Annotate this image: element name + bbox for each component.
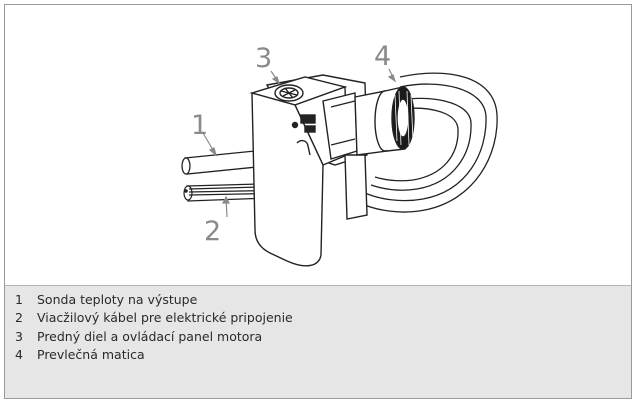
callout-2: 2 (204, 216, 221, 247)
legend-number: 4 (15, 347, 23, 363)
legend-number: 2 (15, 310, 23, 326)
legend-number: 3 (15, 328, 23, 344)
legend-number: 1 (15, 291, 23, 307)
figure-frame: 1 2 3 4 1 Sonda teploty na výstupe 2 Via… (4, 4, 632, 399)
callout-4: 4 (374, 41, 391, 72)
union-nut (354, 86, 415, 156)
motor-body (249, 74, 368, 267)
callout-3: 3 (255, 43, 272, 74)
legend-item: 4 Prevlečná matica (5, 346, 631, 365)
legend-text: Predný diel a ovládací panel motora (37, 328, 263, 344)
callout-1: 1 (191, 110, 208, 141)
legend-text: Prevlečná matica (37, 347, 145, 363)
leader-lines (202, 68, 397, 218)
motor-illustration: 1 2 3 4 (181, 41, 498, 267)
figure-illustration: 1 2 3 4 (5, 5, 631, 285)
legend-item: 2 Viacžilový kábel pre elektrické pripoj… (5, 309, 631, 328)
legend: 1 Sonda teploty na výstupe 2 Viacžilový … (5, 285, 631, 398)
legend-text: Sonda teploty na výstupe (37, 291, 198, 307)
legend-item: 3 Predný diel a ovládací panel motora (5, 327, 631, 346)
legend-item: 1 Sonda teploty na výstupe (5, 290, 631, 309)
cable-loop (359, 72, 498, 213)
legend-text: Viacžilový kábel pre elektrické pripojen… (37, 310, 293, 326)
